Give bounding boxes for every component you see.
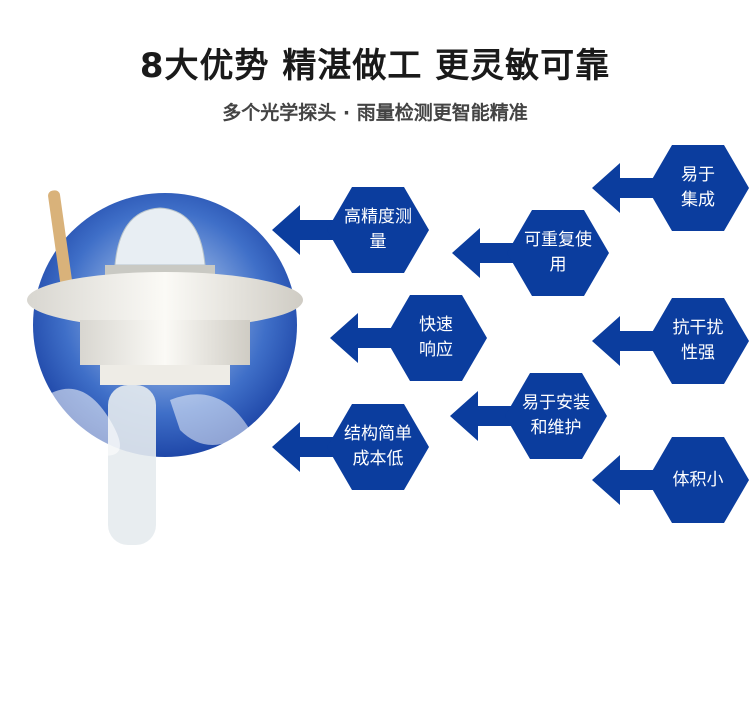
feature-badge: 可重复使用 [452,210,609,296]
hexagon-arrow-shape [452,210,609,296]
feature-badge: 易于集成 [592,145,749,231]
product-image [27,190,303,545]
hexagon-arrow-shape [450,373,607,459]
subheadline: 多个光学探头 · 雨量检测更智能精准 [222,102,528,124]
feature-label: 易于安装和维护 [522,393,590,438]
feature-badge: 抗干扰性强 [592,298,749,384]
feature-badge: 快速响应 [330,295,487,381]
hexagon-arrow-shape [330,295,487,381]
hexagon-arrow-shape [272,187,429,273]
feature-badge: 体积小 [592,437,749,523]
feature-label: 抗干扰性强 [672,318,724,363]
headline: 8大优势 精湛做工 更灵敏可靠 [139,46,611,86]
hexagon-arrow-shape [592,145,749,231]
feature-label: 结构简单成本低 [344,424,412,469]
hexagon-arrow-shape [272,404,429,490]
hexagon-arrow-shape [592,437,749,523]
feature-label: 可重复使用 [524,230,592,275]
hexagon-arrow-shape [592,298,749,384]
feature-label: 快速响应 [419,315,453,360]
feature-label: 体积小 [672,469,724,490]
feature-badge: 结构简单成本低 [272,404,429,490]
feature-badge: 高精度测量 [272,187,429,273]
feature-label: 易于集成 [681,165,715,210]
feature-label: 高精度测量 [344,207,412,252]
feature-badge: 易于安装和维护 [450,373,607,459]
